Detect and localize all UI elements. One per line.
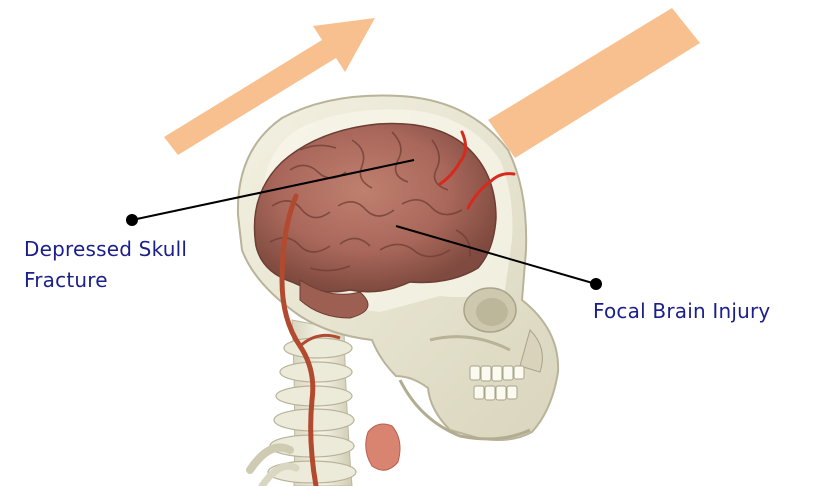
focal-brain-injury-label: Focal Brain Injury xyxy=(593,296,770,327)
depressed-skull-fracture-label-line2: Fracture xyxy=(24,265,187,296)
impacting-object-icon xyxy=(478,8,700,162)
depressed-skull-fracture-label-line1: Depressed Skull xyxy=(24,234,187,265)
skull-fracture-marker xyxy=(126,214,138,226)
depressed-skull-fracture-label: Depressed Skull Fracture xyxy=(24,234,187,296)
brain-injury-marker xyxy=(590,278,602,290)
